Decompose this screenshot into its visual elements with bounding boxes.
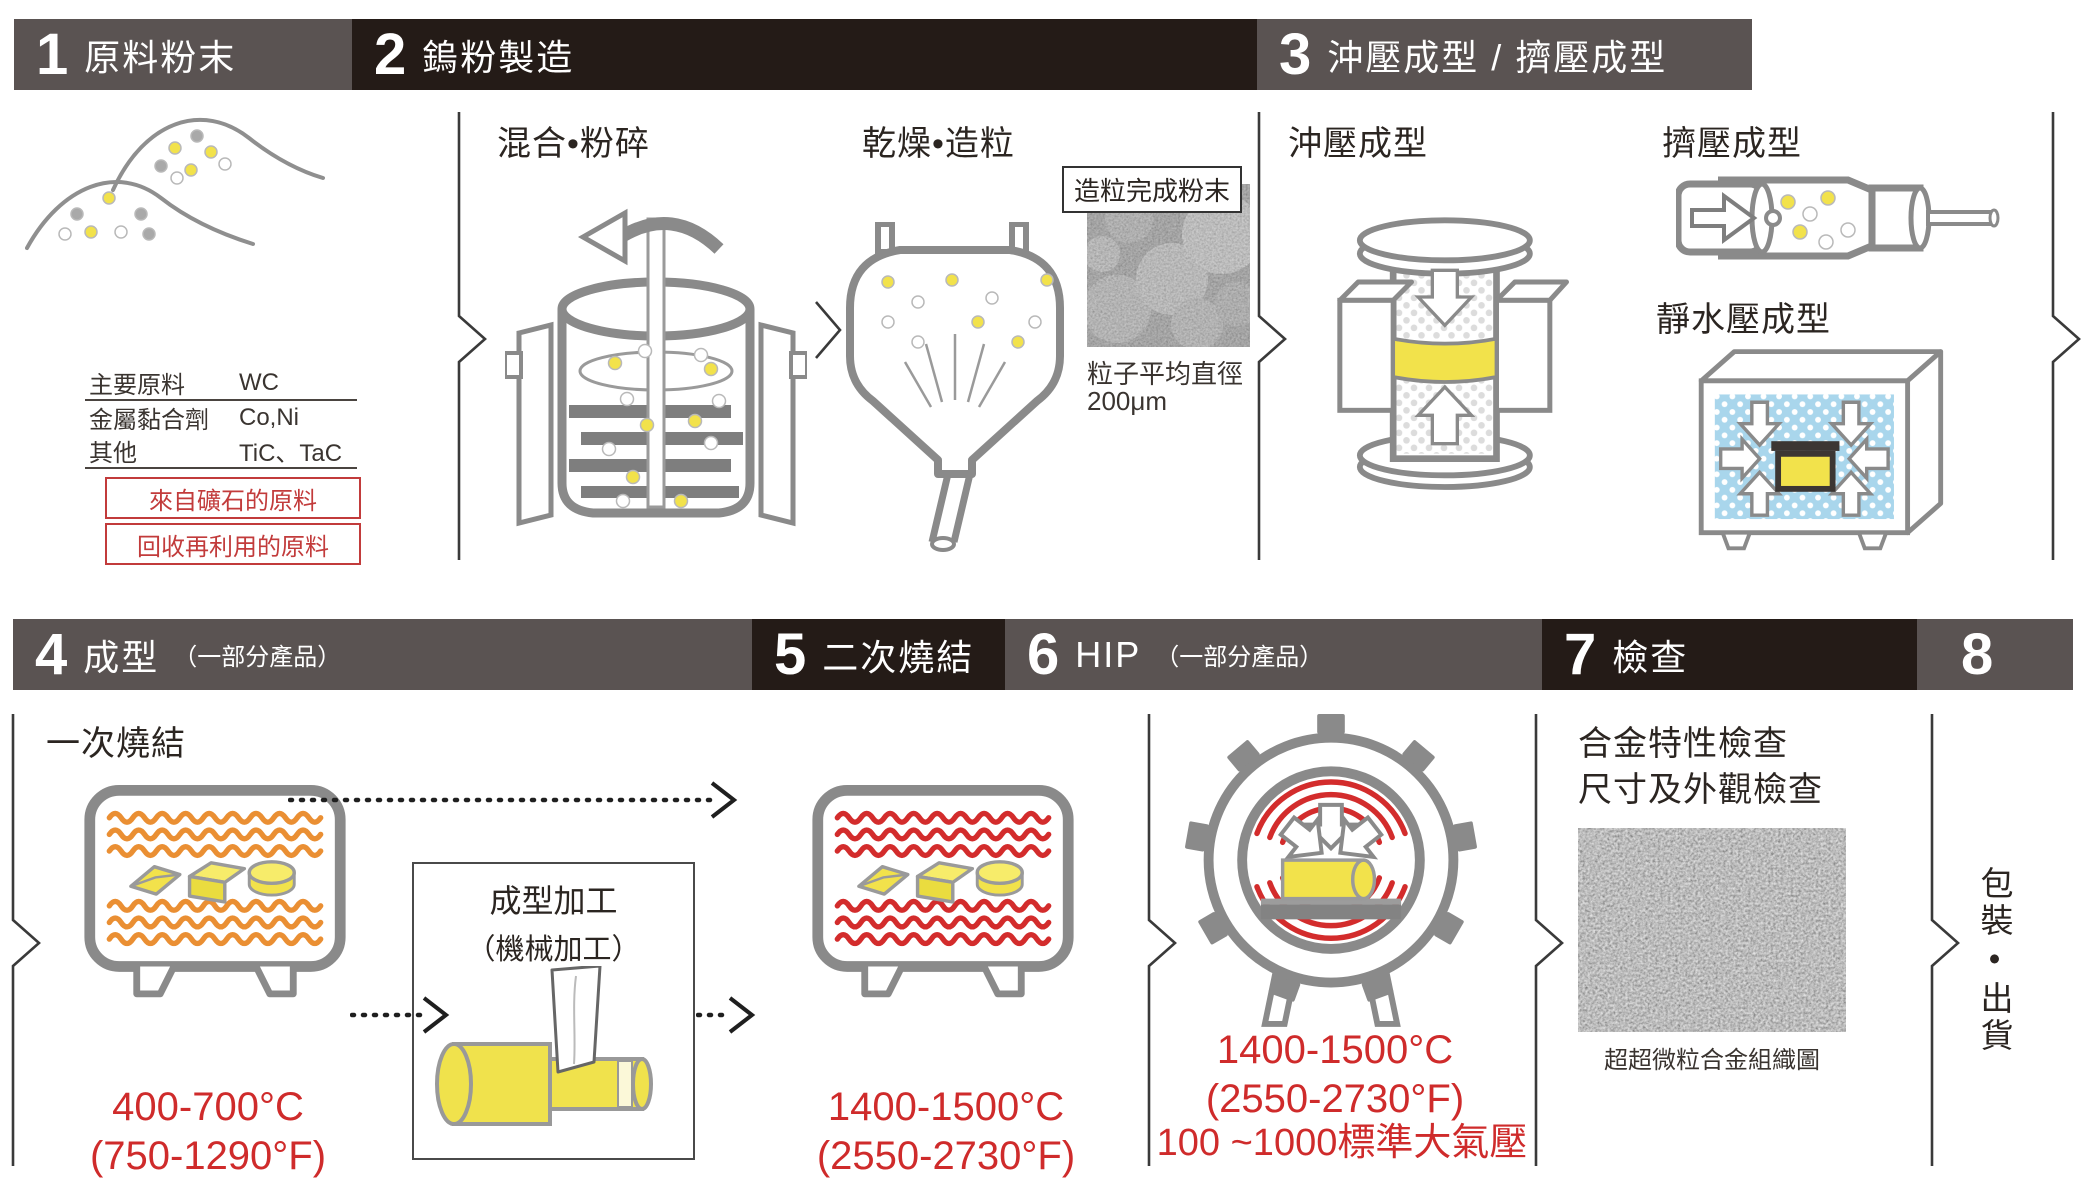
microstructure-caption: 超超微粒合金組織圖 xyxy=(1604,1047,1820,1074)
step7-number: 7 xyxy=(1564,621,1597,687)
flow-divider-icon xyxy=(1930,714,1960,1166)
step4-note: （一部分產品） xyxy=(173,644,342,671)
temp-celsius: 400-700°C xyxy=(112,1085,304,1129)
first-sinter-label: 一次燒結 xyxy=(46,725,186,763)
step7-header: 7 檢查 xyxy=(1542,619,1917,690)
temp-celsius: 1400-1500°C xyxy=(1216,1028,1454,1072)
mixer-icon xyxy=(505,208,807,527)
step5-title: 二次燒結 xyxy=(822,636,975,678)
step2-header: 2 鎢粉製造 xyxy=(352,19,1257,90)
step4-title: 成型 xyxy=(83,636,160,678)
flow-divider-icon xyxy=(1147,714,1177,1166)
flow-divider-icon xyxy=(1257,112,1287,560)
die-press-icon xyxy=(1337,217,1569,490)
temp-celsius: 1400-1500°C xyxy=(827,1085,1065,1129)
step4-number: 4 xyxy=(35,621,68,687)
step1-number: 1 xyxy=(36,21,69,87)
lathe-icon xyxy=(435,966,653,1126)
shipping-label: 包裝•出貨 xyxy=(1976,866,2013,1055)
flow-divider-icon xyxy=(11,714,41,1166)
drying-label: 乾燥•造粒 xyxy=(862,125,1015,163)
machining-subtitle: （機械加工） xyxy=(466,934,641,966)
granule-photo-tag: 造粒完成粉末 xyxy=(1062,166,1243,213)
hip-pressure: 100 ~1000標準大氣壓 xyxy=(1156,1122,1528,1164)
spray-dryer-icon xyxy=(846,222,1064,552)
furnace-orange-icon xyxy=(84,785,346,998)
step1-header: 1 原料粉末 xyxy=(14,19,352,90)
step8-header: 8 xyxy=(1917,619,2073,690)
step8-number: 8 xyxy=(1961,621,1994,687)
powder-mounds-icon xyxy=(25,117,325,250)
microstructure-photo xyxy=(1578,828,1846,1032)
isostatic-label: 靜水壓成型 xyxy=(1656,301,1831,339)
step6-title: HIP xyxy=(1075,633,1142,675)
step3-title: 沖壓成型 / 擠壓成型 xyxy=(1327,36,1668,78)
step2-number: 2 xyxy=(374,21,407,87)
second-sinter-temp: 1400-1500°C (2550-2730°F) xyxy=(796,1083,1096,1181)
inspection-line2: 尺寸及外觀檢查 xyxy=(1578,771,1823,809)
bypass-dotted-arrow xyxy=(288,781,738,819)
furnace-red-icon xyxy=(812,785,1074,998)
step4-header: 4 成型 （一部分產品） xyxy=(13,619,752,690)
particle-size-label: 粒子平均直徑 xyxy=(1087,359,1244,389)
first-sinter-temp: 400-700°C (750-1290°F) xyxy=(58,1083,358,1181)
hip-temp: 1400-1500°C (2550-2730°F) xyxy=(1170,1026,1500,1124)
temp-fahrenheit: (2550-2730°F) xyxy=(1205,1076,1465,1121)
recycled-material-tag: 回收再利用的原料 xyxy=(105,523,361,565)
step5-number: 5 xyxy=(774,621,807,687)
ore-material-tag: 來自礦石的原料 xyxy=(105,477,361,519)
press-label: 沖壓成型 xyxy=(1288,125,1428,163)
flow-divider-icon xyxy=(457,112,487,560)
flow-divider-icon xyxy=(1534,714,1564,1166)
extrusion-label: 擠壓成型 xyxy=(1662,125,1802,163)
step6-header: 6 HIP （一部分產品） xyxy=(1005,619,1542,690)
flow-divider-icon xyxy=(2051,112,2081,560)
machining-in-arrow xyxy=(350,996,450,1034)
machining-out-arrow xyxy=(696,996,756,1034)
step6-number: 6 xyxy=(1027,621,1060,687)
step6-note: （一部分產品） xyxy=(1155,644,1324,671)
step3-number: 3 xyxy=(1279,21,1312,87)
step2-title: 鎢粉製造 xyxy=(422,36,575,78)
particle-size-value: 200μm xyxy=(1087,386,1168,416)
isostatic-press-icon xyxy=(1698,349,1944,551)
step5-header: 5 二次燒結 xyxy=(752,619,1005,690)
step3-header: 3 沖壓成型 / 擠壓成型 xyxy=(1257,19,1752,90)
temp-fahrenheit: (2550-2730°F) xyxy=(816,1133,1076,1178)
flow-chevron-icon xyxy=(815,301,842,359)
extruder-icon xyxy=(1676,176,2000,260)
machining-box: 成型加工 （機械加工） xyxy=(412,862,695,1160)
inspection-line1: 合金特性檢查 xyxy=(1578,725,1788,763)
step7-title: 檢查 xyxy=(1612,636,1689,678)
mixing-label: 混合•粉碎 xyxy=(497,125,650,163)
temp-fahrenheit: (750-1290°F) xyxy=(89,1133,327,1178)
hip-vessel-icon xyxy=(1185,714,1477,1027)
machining-title: 成型加工 xyxy=(489,883,618,919)
step1-title: 原料粉末 xyxy=(84,36,237,78)
